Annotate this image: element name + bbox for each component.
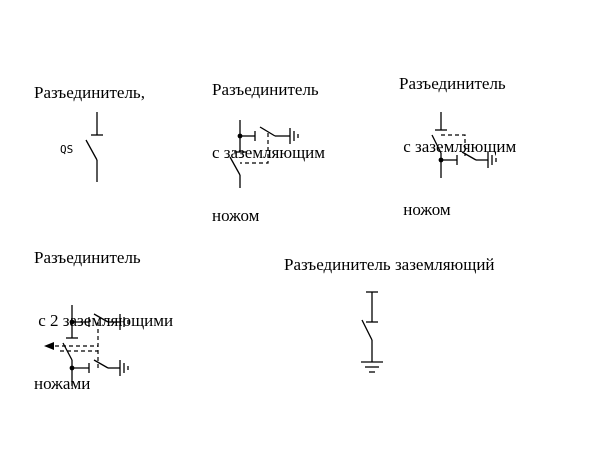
main-blade bbox=[431, 134, 442, 154]
mechanical-interlock bbox=[240, 133, 269, 164]
disconnector-earth-symbol-2 bbox=[431, 112, 497, 178]
label-line: Разъединитель bbox=[212, 80, 319, 99]
mechanical-interlock bbox=[441, 134, 466, 156]
switch-blade bbox=[361, 319, 373, 341]
earth-blade bbox=[461, 151, 477, 161]
earthing-switch-symbol bbox=[361, 291, 383, 373]
label-earthing-switch: Разъединитель заземляющий bbox=[284, 212, 495, 296]
label-line: Разъединитель, bbox=[34, 83, 145, 102]
label-line: Разъединитель bbox=[34, 248, 141, 267]
label-line: с 2 заземляющими bbox=[34, 311, 174, 330]
label-disconnector-two-earth: Разъединитель с 2 заземляющими ножами bbox=[34, 205, 173, 415]
label-line: ножом bbox=[212, 206, 260, 225]
earth-blade bbox=[259, 126, 276, 137]
label-line: с заземляющим bbox=[212, 143, 326, 162]
disconnector-symbol: QS bbox=[60, 112, 103, 182]
switch-blade bbox=[85, 139, 98, 161]
lower-earth-blade bbox=[93, 359, 109, 369]
disconnector-two-earth-symbol bbox=[44, 305, 129, 386]
drive-arrow-icon bbox=[44, 342, 54, 350]
label-line: ножом bbox=[399, 200, 451, 219]
main-blade bbox=[229, 156, 241, 176]
label-line: ножами bbox=[34, 374, 91, 393]
label-disconnector-earth-1: Разъединитель с заземляющим ножом bbox=[212, 37, 325, 247]
label-line: Разъединитель заземляющий bbox=[284, 255, 495, 274]
disconnector-earth-symbol-1 bbox=[229, 120, 299, 188]
qs-designation: QS bbox=[60, 143, 73, 156]
upper-earth-blade bbox=[93, 313, 109, 323]
label-line: Разъединитель bbox=[399, 74, 506, 93]
label-disconnector: Разъединитель, bbox=[34, 40, 145, 124]
